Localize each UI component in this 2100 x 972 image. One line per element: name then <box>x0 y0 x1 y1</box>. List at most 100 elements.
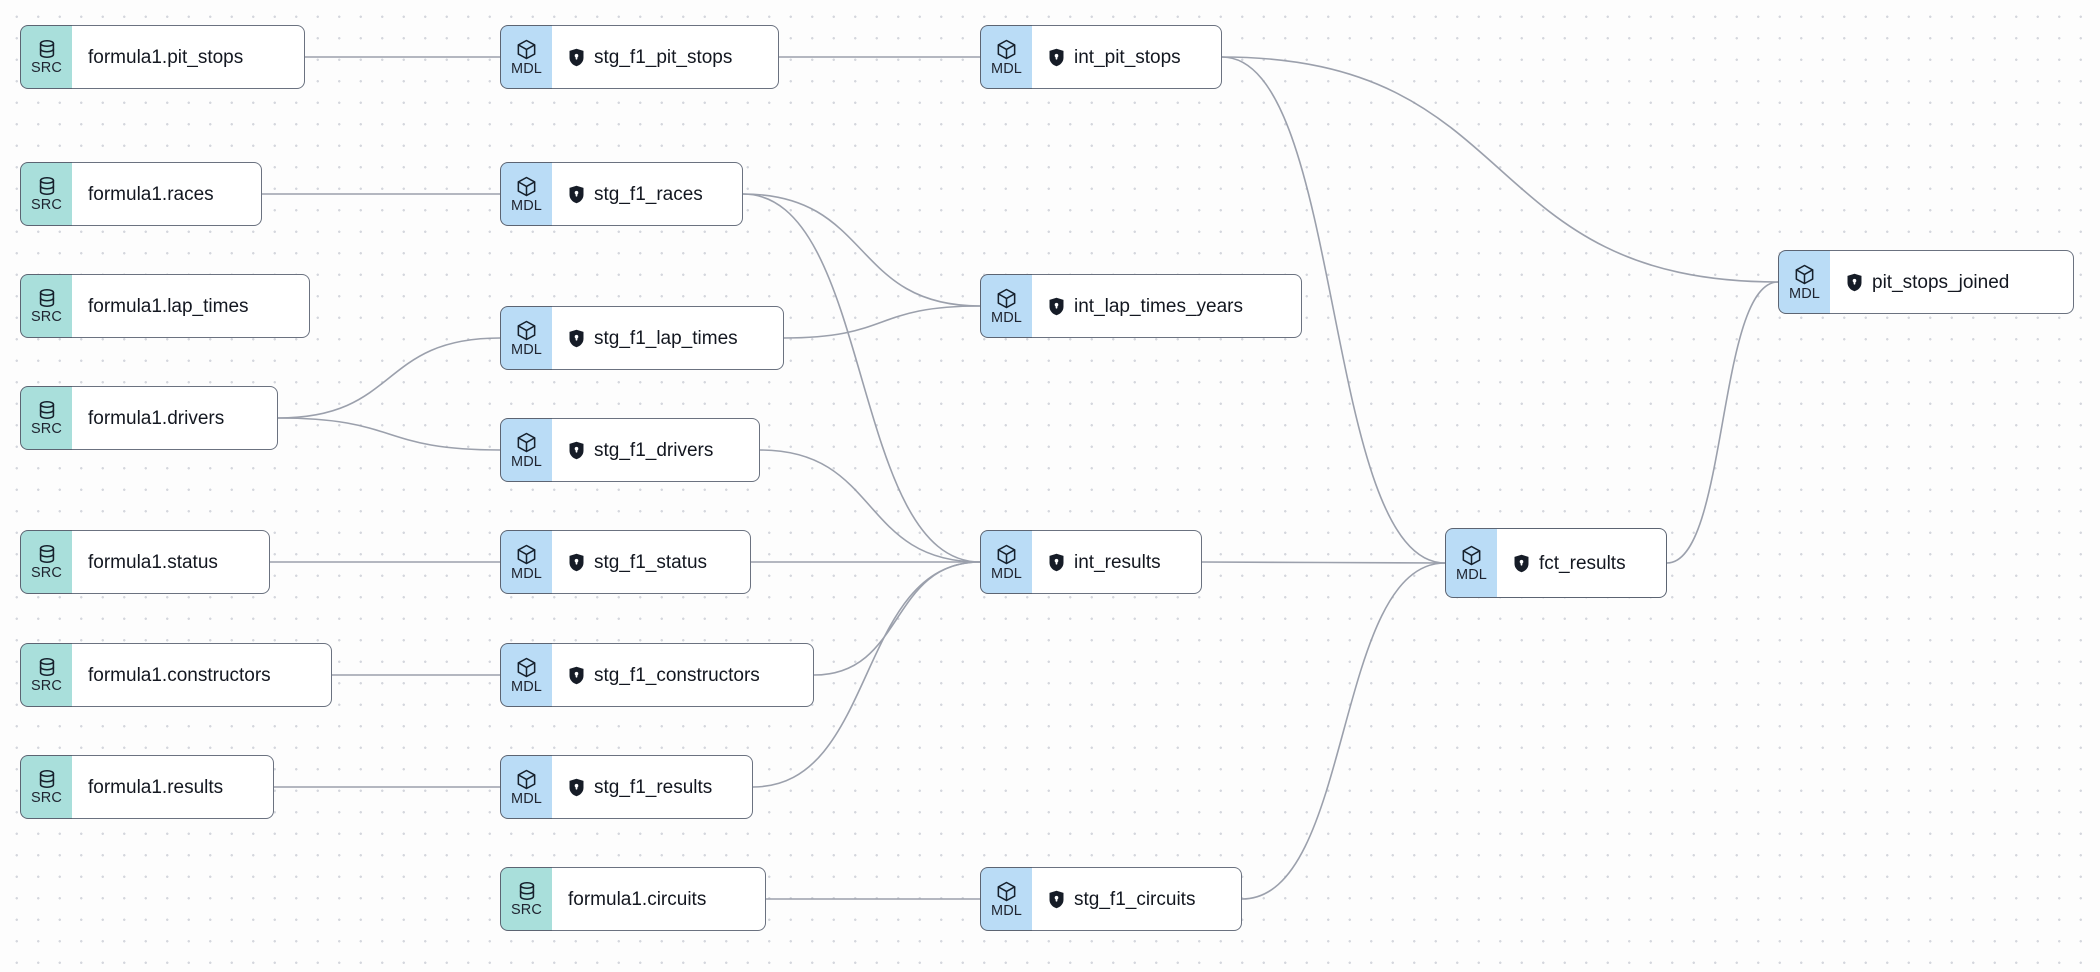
node-type-badge-src[interactable]: SRC <box>20 386 72 450</box>
node-type-badge-mdl[interactable]: MDL <box>1445 528 1497 598</box>
node-body[interactable]: formula1.drivers <box>72 386 278 450</box>
lineage-node-src_circuits[interactable]: SRC formula1.circuits <box>500 867 766 931</box>
node-type-badge-mdl[interactable]: MDL <box>980 25 1032 89</box>
node-body[interactable]: stg_f1_drivers <box>552 418 760 482</box>
shield-lock-icon <box>569 778 584 796</box>
node-type-badge-mdl[interactable]: MDL <box>500 25 552 89</box>
lineage-node-stg_lap_times[interactable]: MDL stg_f1_lap_times <box>500 306 784 370</box>
cube-box-icon <box>1795 264 1814 285</box>
node-type-badge-src[interactable]: SRC <box>20 755 72 819</box>
lineage-edge-int_pit_stops-to-pit_stops_joined <box>1221 56 1779 283</box>
node-body[interactable]: stg_f1_races <box>552 162 743 226</box>
node-body[interactable]: stg_f1_lap_times <box>552 306 784 370</box>
node-body[interactable]: formula1.status <box>72 530 270 594</box>
node-type-badge-label: SRC <box>511 902 542 919</box>
lineage-node-fct_results[interactable]: MDL fct_results <box>1445 528 1667 598</box>
node-label: stg_f1_races <box>594 183 703 205</box>
node-type-badge-label: MDL <box>511 341 542 358</box>
lineage-node-src_drivers[interactable]: SRC formula1.drivers <box>20 386 278 450</box>
shield-lock-icon <box>569 48 584 66</box>
node-type-badge-mdl[interactable]: MDL <box>500 643 552 707</box>
lineage-node-src_constructors[interactable]: SRC formula1.constructors <box>20 643 332 707</box>
node-type-badge-mdl[interactable]: MDL <box>500 418 552 482</box>
node-type-badge-src[interactable]: SRC <box>20 162 72 226</box>
shield-lock-icon <box>569 185 584 203</box>
node-type-badge-mdl[interactable]: MDL <box>980 530 1032 594</box>
lineage-node-pit_stops_joined[interactable]: MDL pit_stops_joined <box>1778 250 2074 314</box>
lineage-edge-stg_lap_times-to-int_lap_times_years <box>783 305 981 339</box>
shield-lock-icon <box>569 329 584 347</box>
lineage-node-src_pit_stops[interactable]: SRC formula1.pit_stops <box>20 25 305 89</box>
cube-box-icon <box>997 39 1016 60</box>
node-type-badge-src[interactable]: SRC <box>20 274 72 338</box>
node-label: fct_results <box>1539 552 1626 574</box>
shield-lock-icon <box>569 553 584 571</box>
database-cylinder-icon <box>519 882 534 901</box>
node-body[interactable]: formula1.lap_times <box>72 274 310 338</box>
lineage-node-src_races[interactable]: SRC formula1.races <box>20 162 262 226</box>
node-type-badge-src[interactable]: SRC <box>20 643 72 707</box>
node-type-badge-mdl[interactable]: MDL <box>1778 250 1830 314</box>
lineage-node-stg_races[interactable]: MDL stg_f1_races <box>500 162 743 226</box>
shield-lock-icon <box>1049 890 1064 908</box>
node-body[interactable]: int_results <box>1032 530 1202 594</box>
node-body[interactable]: stg_f1_circuits <box>1032 867 1242 931</box>
node-type-badge-src[interactable]: SRC <box>20 25 72 89</box>
node-label: stg_f1_status <box>594 551 708 573</box>
node-label: stg_f1_drivers <box>594 439 714 461</box>
shield-lock-icon <box>1514 554 1529 572</box>
node-label: formula1.races <box>88 183 214 205</box>
node-body[interactable]: int_lap_times_years <box>1032 274 1302 338</box>
cube-box-icon <box>517 432 536 453</box>
node-body[interactable]: stg_f1_constructors <box>552 643 814 707</box>
cube-box-icon <box>997 881 1016 902</box>
node-type-badge-src[interactable]: SRC <box>20 530 72 594</box>
node-type-badge-mdl[interactable]: MDL <box>500 755 552 819</box>
node-label: formula1.pit_stops <box>88 46 244 68</box>
node-type-badge-mdl[interactable]: MDL <box>980 274 1032 338</box>
node-type-badge-mdl[interactable]: MDL <box>500 530 552 594</box>
node-type-badge-label: SRC <box>31 678 62 695</box>
node-type-badge-label: MDL <box>991 902 1022 919</box>
node-body[interactable]: formula1.results <box>72 755 274 819</box>
node-type-badge-label: MDL <box>1789 285 1820 302</box>
database-cylinder-icon <box>39 289 54 308</box>
node-body[interactable]: stg_f1_status <box>552 530 751 594</box>
lineage-edge-src_drivers-to-stg_lap_times <box>277 337 501 419</box>
node-body[interactable]: formula1.constructors <box>72 643 332 707</box>
node-type-badge-label: MDL <box>1456 566 1487 583</box>
node-body[interactable]: formula1.pit_stops <box>72 25 305 89</box>
node-body[interactable]: stg_f1_results <box>552 755 753 819</box>
lineage-node-stg_status[interactable]: MDL stg_f1_status <box>500 530 751 594</box>
node-type-badge-mdl[interactable]: MDL <box>980 867 1032 931</box>
node-label: formula1.drivers <box>88 407 225 429</box>
shield-lock-icon <box>1049 297 1064 315</box>
node-body[interactable]: fct_results <box>1497 528 1667 598</box>
node-body[interactable]: pit_stops_joined <box>1830 250 2074 314</box>
node-type-badge-src[interactable]: SRC <box>500 867 552 931</box>
node-label: formula1.status <box>88 551 218 573</box>
node-body[interactable]: stg_f1_pit_stops <box>552 25 779 89</box>
node-body[interactable]: formula1.circuits <box>552 867 766 931</box>
lineage-node-src_status[interactable]: SRC formula1.status <box>20 530 270 594</box>
node-type-badge-mdl[interactable]: MDL <box>500 306 552 370</box>
lineage-node-stg_circuits[interactable]: MDL stg_f1_circuits <box>980 867 1242 931</box>
shield-lock-icon <box>1847 273 1862 291</box>
database-cylinder-icon <box>39 40 54 59</box>
lineage-node-stg_drivers[interactable]: MDL stg_f1_drivers <box>500 418 760 482</box>
database-cylinder-icon <box>39 545 54 564</box>
database-cylinder-icon <box>39 177 54 196</box>
node-label: formula1.constructors <box>88 664 271 686</box>
node-type-badge-mdl[interactable]: MDL <box>500 162 552 226</box>
node-body[interactable]: int_pit_stops <box>1032 25 1222 89</box>
node-body[interactable]: formula1.races <box>72 162 262 226</box>
